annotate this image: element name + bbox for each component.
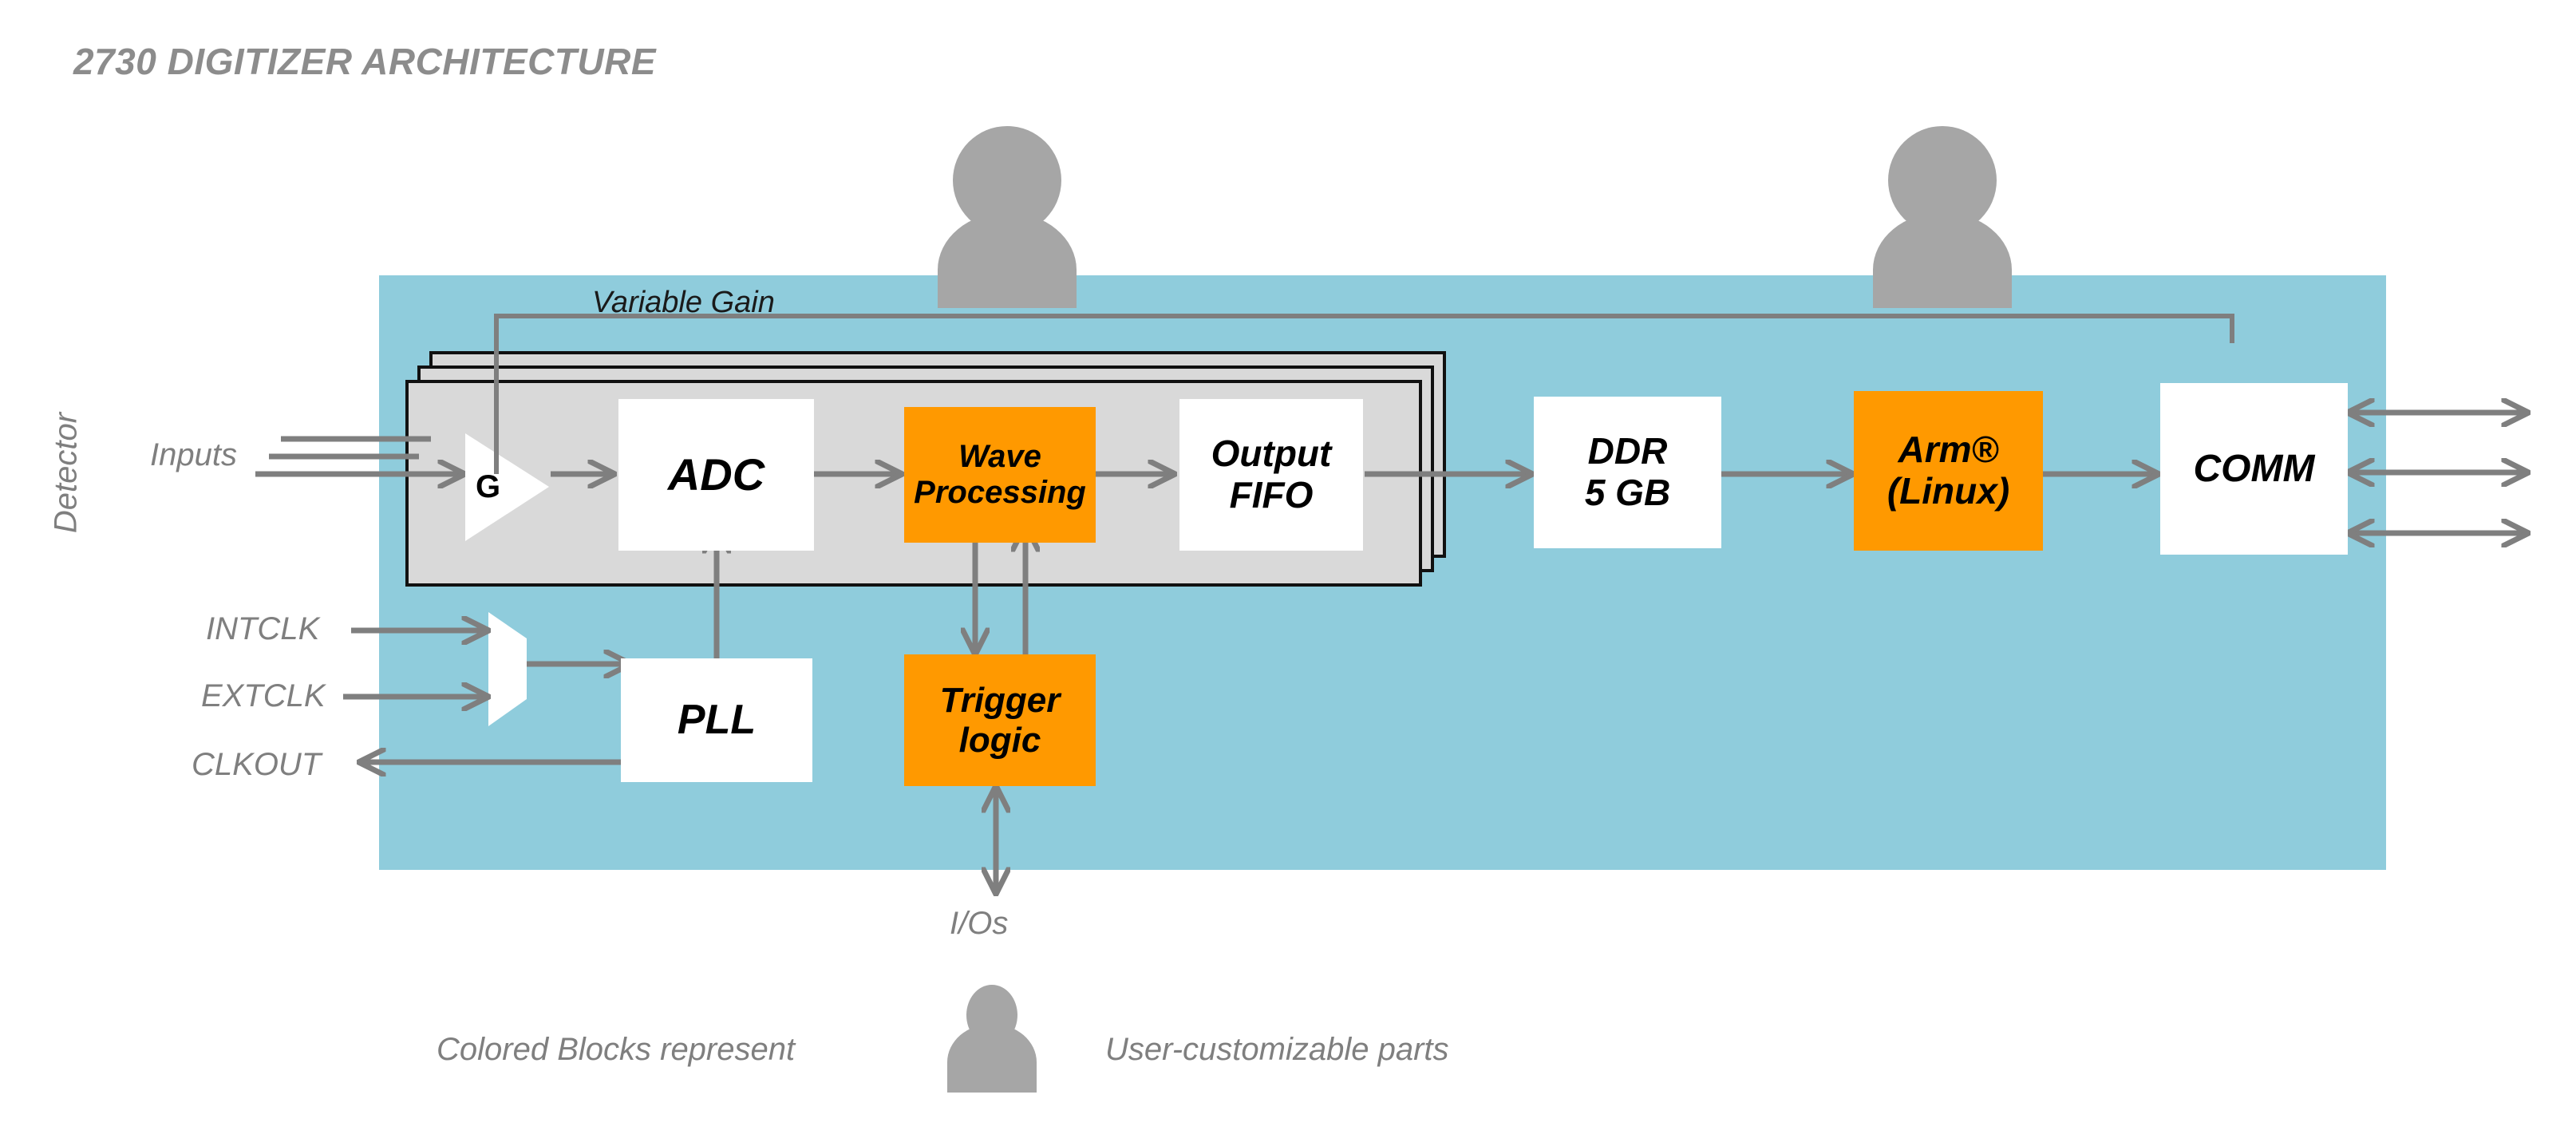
- ddr-label-line1: DDR: [1587, 430, 1668, 472]
- variable-gain-amplifier: [465, 433, 549, 541]
- comm-external-links: [2348, 413, 2528, 533]
- variable-gain-label: Variable Gain: [592, 286, 775, 319]
- legend-person-icon: [947, 985, 1037, 1093]
- legend-left-text: Colored Blocks represent: [437, 1032, 796, 1067]
- legend-right-text: User-customizable parts: [1105, 1032, 1449, 1067]
- adc-label: ADC: [667, 449, 765, 500]
- variable-gain-control-line: [494, 314, 2234, 474]
- detector-input-lines: [255, 436, 464, 474]
- wave-processing-block[interactable]: Wave Processing: [904, 407, 1096, 543]
- wave-processing-label-line2: Processing: [914, 475, 1086, 510]
- arm-label-line2: (Linux): [1887, 470, 2010, 512]
- extclk-label: EXTCLK: [201, 678, 326, 713]
- output-fifo-label-line2: FIFO: [1229, 474, 1314, 516]
- wave-processing-label-line1: Wave: [958, 439, 1041, 475]
- comm-label: COMM: [2193, 447, 2315, 490]
- trigger-logic-label-line1: Trigger: [939, 681, 1061, 721]
- clock-input-arrows: [343, 630, 630, 762]
- page-title: 2730 DIGITIZER ARCHITECTURE: [73, 41, 657, 82]
- arm-label-line1: Arm®: [1898, 429, 1999, 471]
- ios-label: I/Os: [950, 906, 1009, 941]
- pll-label: PLL: [677, 697, 757, 744]
- intclk-label: INTCLK: [206, 611, 320, 646]
- trigger-logic-label-line2: logic: [958, 720, 1041, 760]
- detector-label: Detector: [48, 412, 84, 534]
- amplifier-gain-label: G: [476, 469, 501, 504]
- output-fifo-block[interactable]: Output FIFO: [1179, 399, 1363, 551]
- ddr-block[interactable]: DDR 5 GB: [1534, 397, 1721, 548]
- person-icon-top-left: [938, 126, 1077, 308]
- person-icon-top-right: [1873, 126, 2012, 308]
- clkout-label: CLKOUT: [192, 747, 322, 782]
- comm-block[interactable]: COMM: [2160, 383, 2348, 555]
- clock-mux: [488, 612, 527, 726]
- trigger-logic-block[interactable]: Trigger logic: [904, 654, 1096, 786]
- ddr-label-line2: 5 GB: [1584, 472, 1671, 513]
- adc-block[interactable]: ADC: [618, 399, 814, 551]
- pll-block[interactable]: PLL: [621, 658, 812, 782]
- inputs-label: Inputs: [150, 437, 237, 472]
- output-fifo-label-line1: Output: [1211, 433, 1332, 475]
- arm-linux-block[interactable]: Arm® (Linux): [1854, 391, 2043, 551]
